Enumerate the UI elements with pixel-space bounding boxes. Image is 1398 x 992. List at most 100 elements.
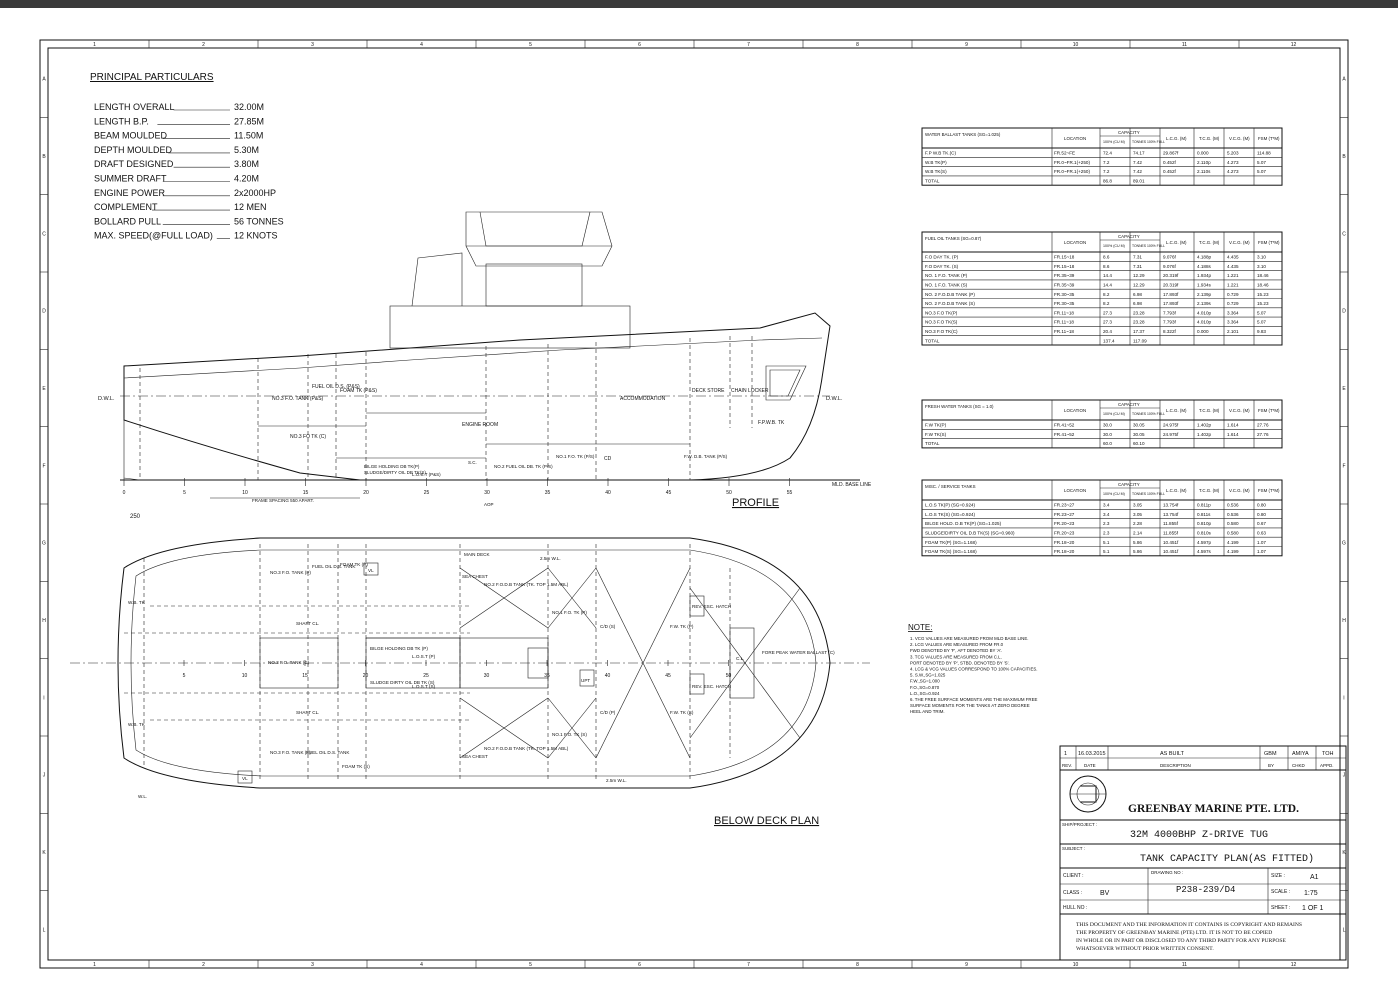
table-cell: 4.273 [1227,169,1239,174]
table-cell: F.P W.B TK.(C) [925,151,956,156]
plan-wl-top: 2.5m W.L. [540,556,561,561]
table-title: WATER BALLAST TANKS (SG=1.025) [925,132,1001,137]
table-cell: 114.88 [1257,151,1271,156]
table-cell: TOTAL [925,338,940,343]
plan-labels: MAIN DECK SHAFT CL. SHAFT CL. NO.3 F.O. … [128,552,835,799]
col-lcg: L.C.G. (M) [1166,240,1187,245]
dwl-right-label: D.W.L. [826,396,843,402]
table-cell: 5.07 [1257,169,1266,174]
plan-lost-p: L.O.S.T (P) [412,654,436,659]
border-col-label: 9 [965,962,968,968]
particular-label: BEAM MOULDED [94,131,168,141]
plan-no2-fodb-s: NO.2 F.O.D.B TANK (TK. TOP 1.5M ABL) [484,746,569,751]
plan-frame-label: 20 [363,673,369,679]
table-cell: 1.614 [1227,423,1239,428]
note-line: 4. LCG & VCG VALUES CORRESPOND TO 100% C… [910,667,1038,672]
col-tonnes: TONNES 100% FULL [1132,492,1165,496]
dim-250: 250 [130,514,141,520]
table-cell: 89.01 [1133,179,1145,184]
border-col-label: 6 [638,42,641,48]
table-cell: 1.934p [1197,273,1211,278]
col-capacity: CAPACITY [1118,482,1140,487]
table-cell: 1.07 [1257,540,1266,545]
table-cell: 0.536 [1227,512,1239,517]
table-cell: 3.364 [1227,310,1239,315]
profile-fuel-oil-ds: FUEL OIL D.S. (P&S) [312,384,360,390]
profile-frame-label: 5 [183,490,186,496]
table-cell: 0.80 [1257,512,1266,517]
table-cell: 15.23 [1257,301,1269,306]
table-cell: 30.0 [1103,423,1112,428]
border-col-label: 11 [1182,42,1187,48]
table-cell: SLUDGE/DIRTY OIL D.B TK(S) (SG=0.960) [925,531,1015,536]
table-cell: 17.893f [1163,292,1179,297]
particular-value: 5.30M [234,145,259,155]
border-row-label: J [43,773,46,779]
table-cell: 2.139p [1197,292,1211,297]
plan-no2-fodb-p: NO.2 F.O.D.B TANK (TK. TOP 1.5M ABL) [484,582,569,587]
table-cell: 3.05 [1133,512,1142,517]
table-cell: 4.597s [1197,549,1211,554]
border-col-label: 11 [1182,962,1187,968]
particular-label: COMPLEMENT [94,202,158,212]
border-row-label: G [42,541,46,547]
below-deck-title: BELOW DECK PLAN [714,815,819,827]
particular-value: 3.80M [234,159,259,169]
border-row-label: B [1342,154,1346,160]
col-tcg: T.C.G. (M) [1199,408,1220,413]
table-cell: 4.188p [1197,255,1211,260]
table-cell: 5.86 [1133,540,1142,545]
table-cell: 30.05 [1133,423,1145,428]
particular-label: LENGTH OVERALL [94,102,175,112]
table-cell: 17.893f [1163,301,1179,306]
border-row-label: C [1342,231,1346,237]
plan-shaft-lines [124,605,470,721]
class-label: CLASS : [1063,890,1082,896]
plan-cd-p: C/D (S) [600,624,616,629]
table-row: BILGE HOLD. D.B TK(P) (SG=1.025)FR.20~23… [925,521,1266,526]
table-cell: NO. 1 F.O. TANK (P) [925,273,968,278]
title-block-frame [1059,745,1347,961]
table-cell: 10.451f [1163,540,1179,545]
profile-cd: CD [604,456,612,462]
table-cell: 7.42 [1133,160,1142,165]
table-fresh-water: FRESH WATER TANKS (SG = 1.0)LOCATIONCAPA… [921,399,1283,449]
sheet-label: SHEET : [1271,905,1290,911]
table-cell: 3.364 [1227,320,1239,325]
col-tonnes: TONNES 100% FULL [1132,140,1165,144]
drawing-no: P238-239/D4 [1176,885,1235,895]
border-row-label: F [42,463,45,469]
table-cell: 0.000 [1197,329,1209,334]
note-line: F.O.,SG=0.870 [910,685,940,690]
scale-value: 1:75 [1304,890,1318,897]
profile-frame-label: 20 [363,490,369,496]
col-capacity: CAPACITY [1118,234,1140,239]
particular-label: MAX. SPEED(@FULL LOAD) [94,231,213,241]
sheet-value: 1 OF 1 [1302,905,1324,912]
table-cell: FR.41~52 [1054,423,1075,428]
note-line: PORT DENOTED BY 'P', STBD. DENOTED BY 'S… [910,660,1010,665]
chain-locker-label: CHAIN LOCKER [731,388,769,394]
table-cell: W.B TK(P) [925,160,947,165]
plan-foam-s: FOAM TK (S) [342,764,370,769]
plan-frame-label: 15 [302,673,308,679]
profile-sc: S.C. [468,460,477,465]
table-cell: 4.199 [1227,549,1239,554]
table-cell: 18.46 [1257,283,1269,288]
notes: NOTE: 1. VCG VALUES ARE MEASURED FROM ML… [908,623,1038,714]
profile-tank-tops [258,412,690,459]
table-cell: 1.221 [1227,283,1239,288]
profile-frame-label: 0 [123,490,126,496]
table-cell: 2.139s [1197,301,1211,306]
col-vcg: V.C.G. (M) [1229,136,1250,141]
table-cell: 0.810p [1197,521,1211,526]
profile-foam-tk: FOAM TK (P&S) [340,388,377,394]
funnel [411,252,463,307]
table-cell: 8.2 [1103,292,1110,297]
table-cell: 7.31 [1133,264,1142,269]
class-value: BV [1100,890,1110,897]
